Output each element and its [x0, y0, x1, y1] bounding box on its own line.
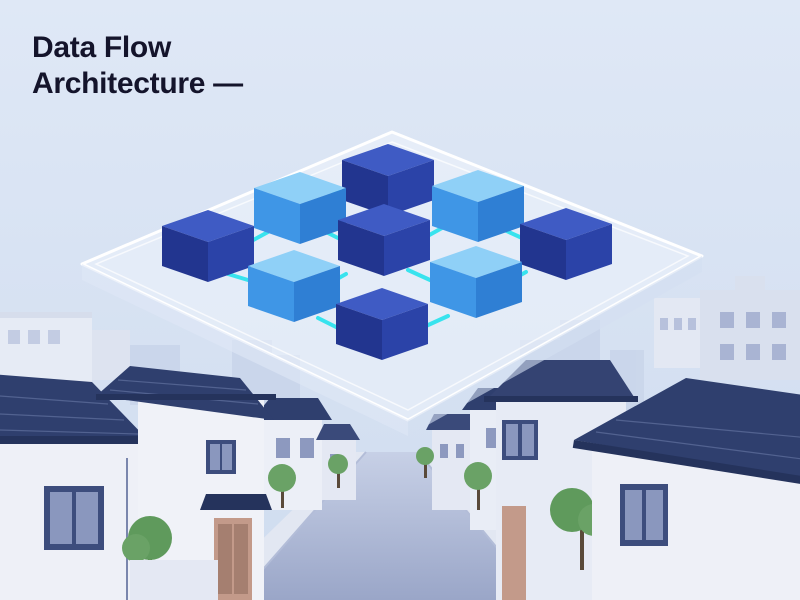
- house-left-front: [0, 374, 150, 600]
- house-right-front: [572, 378, 800, 600]
- house-left-second: [96, 366, 276, 600]
- data-node-center: [338, 204, 430, 276]
- right-apartment: [654, 276, 800, 380]
- street: [236, 452, 540, 600]
- data-nodes: [162, 144, 612, 360]
- page-title: Data Flow Architecture —: [32, 30, 243, 102]
- data-node-lower-right: [430, 246, 522, 318]
- data-node-right: [520, 208, 612, 280]
- house-mid-left: [252, 398, 360, 510]
- data-node-left: [162, 210, 254, 282]
- connector-center-lr: [406, 268, 432, 282]
- data-node-upper-right: [432, 170, 524, 242]
- connector-lr-bottom: [424, 314, 450, 328]
- data-node-upper-left: [254, 172, 346, 244]
- connector-left-ll: [226, 272, 250, 282]
- connector-ll-bottom: [316, 316, 340, 330]
- data-node-bottom: [336, 288, 428, 360]
- title-line-1: Data Flow: [32, 31, 171, 64]
- data-node-top: [342, 144, 434, 216]
- data-node-lower-left: [248, 250, 340, 322]
- street-trees: [268, 447, 492, 510]
- fence-left: [130, 560, 218, 600]
- title-line-2: Architecture —: [32, 67, 243, 100]
- glass-platform: [80, 130, 704, 436]
